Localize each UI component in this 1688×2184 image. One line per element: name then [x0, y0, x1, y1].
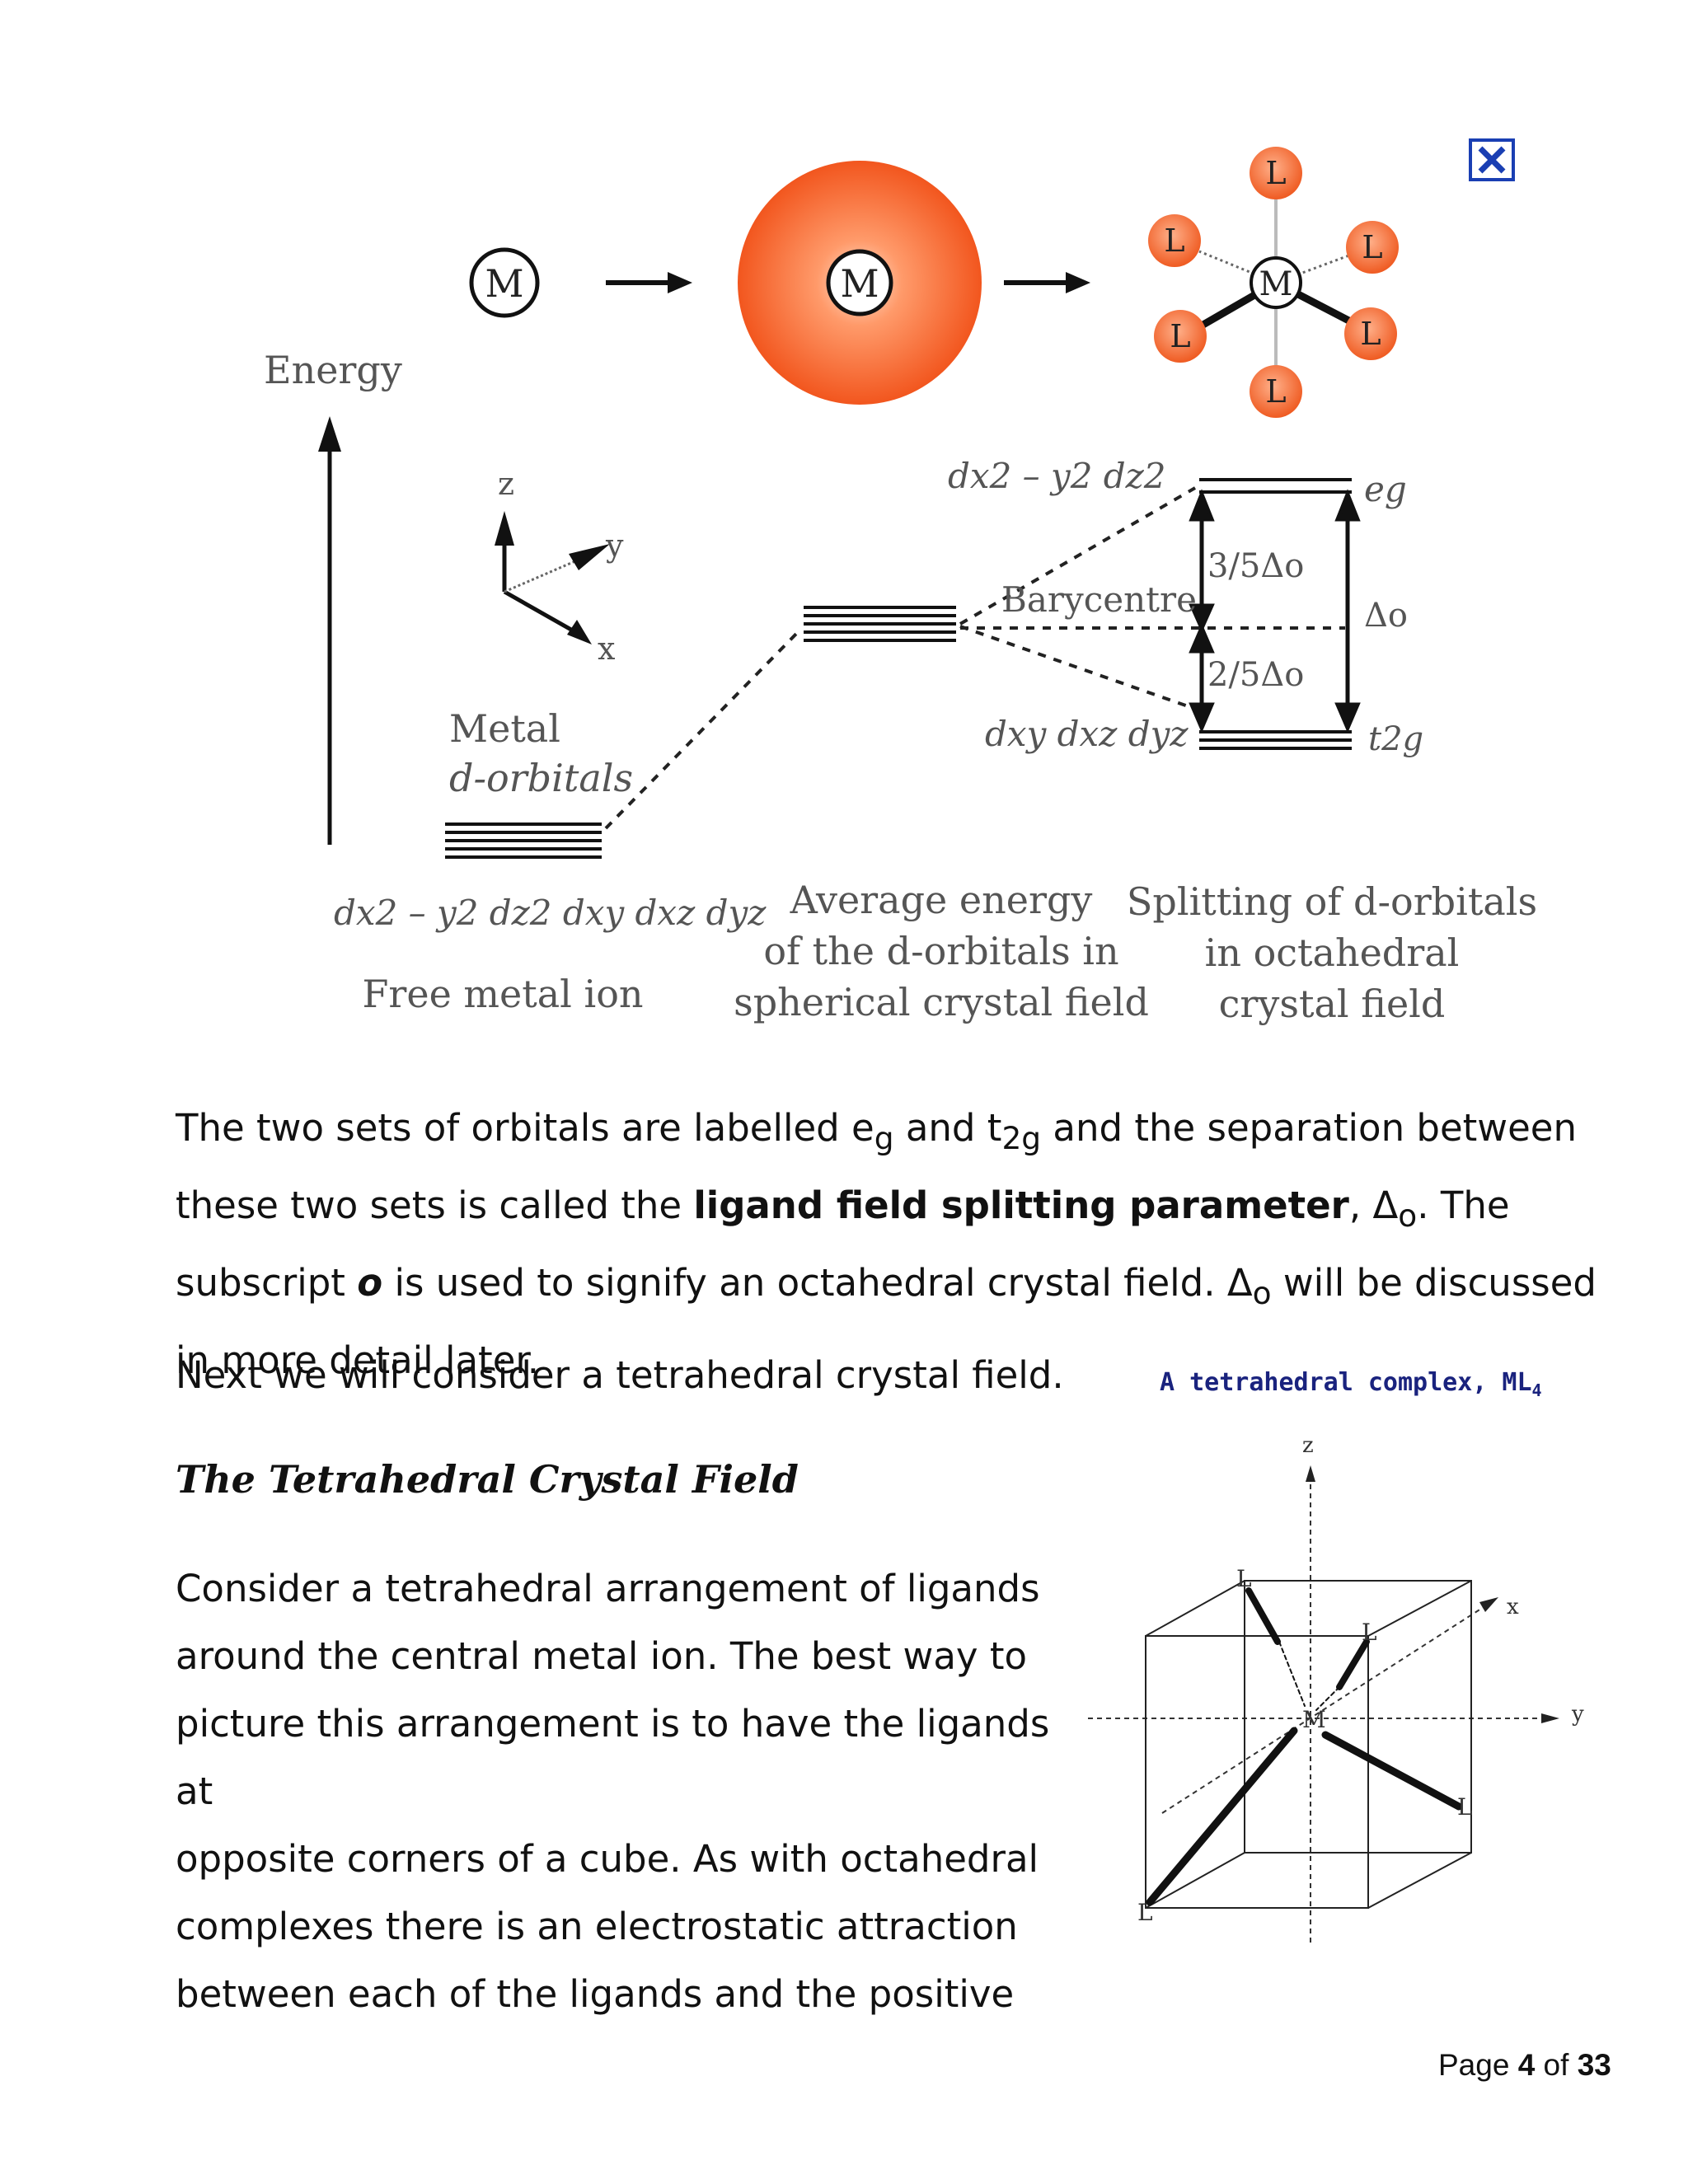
spherical-field-symbol: M — [738, 161, 982, 405]
svg-text:L: L — [1457, 1793, 1473, 1821]
svg-text:2/5Δo: 2/5Δo — [1207, 656, 1304, 694]
t2g-levels — [1199, 730, 1352, 750]
text-line: picture this arrangement is to have the … — [176, 1702, 1050, 1813]
svg-text:eg: eg — [1364, 469, 1407, 509]
paragraph-next-consider: Next we will consider a tetrahedral crys… — [176, 1353, 1064, 1397]
svg-text:t2g: t2g — [1368, 720, 1423, 758]
tetrahedral-complex-diagram: z x y M L L L L — [1088, 1433, 1584, 1945]
svg-text:M: M — [840, 261, 879, 306]
octahedral-splitting-diagram: M M M L L L L L L Energy z — [264, 147, 1537, 1026]
svg-text:y: y — [605, 527, 624, 564]
svg-text:L: L — [1362, 1619, 1377, 1646]
free-metal-ion-symbol: M — [469, 247, 540, 318]
paragraph-tetrahedral-arrangement: Consider a tetrahedral arrangement of li… — [176, 1555, 1082, 2028]
svg-text:Splitting of d-orbitals: Splitting of d-orbitals — [1127, 879, 1537, 924]
svg-text:L: L — [1170, 318, 1190, 354]
svg-text:dx2 – y2 dz2: dx2 – y2 dz2 — [948, 456, 1166, 496]
svg-text:z: z — [1302, 1433, 1314, 1458]
section-heading: The Tetrahedral Crystal Field — [176, 1457, 799, 1502]
svg-text:d-orbitals: d-orbitals — [449, 756, 633, 800]
svg-text:Barycentre: Barycentre — [1001, 579, 1197, 620]
eg-levels — [1199, 478, 1352, 494]
text-line: around the central metal ion. The best w… — [176, 1634, 1028, 1678]
text-line: complexes there is an electrostatic attr… — [176, 1905, 1018, 1948]
svg-text:x: x — [1507, 1595, 1519, 1619]
free-ion-levels — [445, 823, 602, 859]
svg-text:L: L — [1265, 373, 1286, 410]
svg-text:dx2 – y2 dz2 dxy dxz dyz: dx2 – y2 dz2 dxy dxz dyz — [334, 893, 767, 933]
svg-text:L: L — [1360, 316, 1381, 352]
text-line: opposite corners of a cube. As with octa… — [176, 1837, 1039, 1881]
svg-text:y: y — [1571, 1702, 1584, 1727]
svg-text:Δo: Δo — [1364, 597, 1408, 635]
svg-text:crystal field: crystal field — [1219, 982, 1446, 1026]
svg-text:L: L — [1362, 229, 1382, 265]
svg-text:M: M — [485, 261, 523, 306]
tetrahedral-figure-title: A tetrahedral complex, ML4 — [1160, 1368, 1542, 1400]
page-number: Page 4 of 33 — [1438, 2048, 1611, 2082]
svg-text:Free metal ion: Free metal ion — [362, 972, 643, 1016]
svg-text:Metal: Metal — [449, 706, 560, 751]
octahedral-complex-symbol: M L L L L L L — [1148, 147, 1399, 418]
svg-text:L: L — [1164, 223, 1184, 259]
svg-text:x: x — [598, 630, 615, 667]
svg-text:z: z — [498, 466, 514, 502]
text-line: between each of the ligands and the posi… — [176, 1972, 1015, 2016]
svg-text:L: L — [1265, 155, 1286, 191]
text-line: Consider a tetrahedral arrangement of li… — [176, 1567, 1040, 1610]
svg-text:3/5Δo: 3/5Δo — [1207, 547, 1304, 585]
svg-text:Energy: Energy — [264, 348, 402, 392]
paragraph-orbitals-labelled: The two sets of orbitals are labelled eg… — [176, 1106, 1597, 1382]
svg-text:of the d-orbitals in: of the d-orbitals in — [763, 929, 1118, 973]
svg-text:Average energy: Average energy — [790, 878, 1093, 922]
spherical-levels — [804, 606, 956, 642]
svg-text:spherical crystal field: spherical crystal field — [734, 980, 1149, 1024]
svg-text:dxy dxz dyz: dxy dxz dyz — [985, 714, 1189, 754]
ligand-field-term: ligand field splitting parameter — [693, 1183, 1349, 1227]
svg-text:M: M — [1259, 265, 1293, 303]
svg-text:in octahedral: in octahedral — [1205, 930, 1460, 975]
svg-text:L: L — [1137, 1899, 1153, 1926]
close-icon[interactable] — [1469, 138, 1515, 181]
svg-text:M: M — [1302, 1706, 1326, 1733]
coordinate-axes: z y x — [495, 466, 624, 667]
svg-text:L: L — [1236, 1565, 1252, 1592]
